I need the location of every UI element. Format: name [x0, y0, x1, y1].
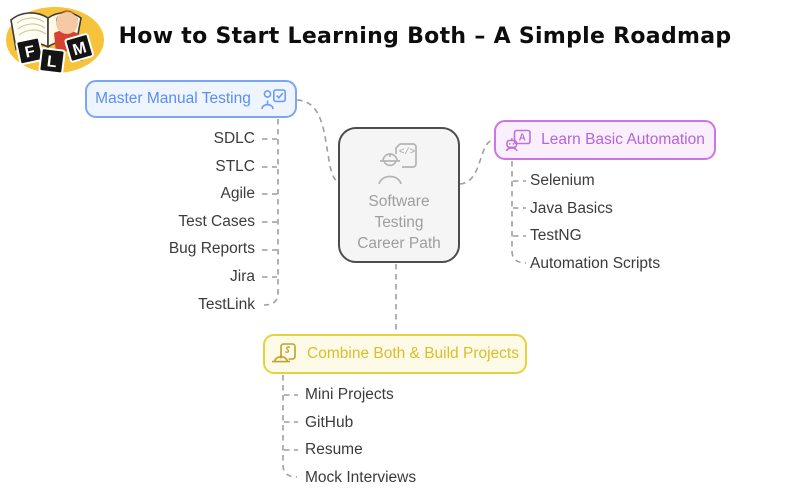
- roadmap-item: TestNG: [530, 227, 582, 245]
- roadmap-item: Test Cases: [178, 212, 255, 230]
- robot-language-icon: A: [505, 129, 531, 151]
- roadmap-item: Java Basics: [530, 199, 613, 217]
- tile-letter-m: M: [71, 39, 88, 59]
- roadmap-item: Mock Interviews: [305, 468, 417, 486]
- node-master-manual-testing: Master Manual Testing: [85, 80, 297, 118]
- node-software-testing-career-path: </> Software Testing Career Path: [338, 127, 460, 263]
- letter-tiles: F L M: [15, 33, 94, 75]
- roadmap-item: Automation Scripts: [530, 254, 661, 272]
- flm-logo: F L M: [6, 7, 104, 75]
- node-label: Combine Both & Build Projects: [307, 345, 519, 362]
- roadmap-item: Mini Projects: [305, 386, 394, 403]
- page-title: How to Start Learning Both – A Simple Ro…: [118, 24, 732, 49]
- roadmap-item: Resume: [305, 441, 363, 459]
- node-combine-both-build-projects: Combine Both & Build Projects: [263, 334, 527, 374]
- node-label: Master Manual Testing: [95, 90, 251, 107]
- roadmap-item: STLC: [215, 157, 255, 175]
- svg-text:</>: </>: [399, 147, 415, 157]
- roadmap-item: Bug Reports: [168, 240, 255, 258]
- node-label: Learn Basic Automation: [541, 131, 705, 148]
- hardhat-document-icon: [272, 343, 296, 363]
- person-check-icon: [261, 88, 286, 109]
- connector-combine-trunk: [282, 375, 298, 478]
- svg-text:A: A: [519, 132, 526, 143]
- roadmap-item: TestLink: [198, 295, 255, 313]
- connector-center-automation: [459, 139, 495, 185]
- connector-manual-trunk: [263, 119, 279, 306]
- engineer-code-icon: </>: [378, 142, 417, 184]
- node-learn-basic-automation: A Learn Basic Automation: [494, 120, 716, 160]
- roadmap-item: GitHub: [305, 413, 354, 431]
- roadmap-item: Selenium: [530, 172, 595, 189]
- node-label: Software Testing Career Path: [357, 192, 441, 252]
- roadmap-item: SDLC: [213, 130, 255, 147]
- tile-letter-l: L: [46, 53, 58, 71]
- roadmap-item: Agile: [220, 185, 255, 203]
- connector-manual-center: [296, 99, 341, 184]
- tile-letter-f: F: [23, 43, 36, 62]
- roadmap-item: Jira: [230, 267, 255, 285]
- connector-automation-trunk: [511, 161, 527, 264]
